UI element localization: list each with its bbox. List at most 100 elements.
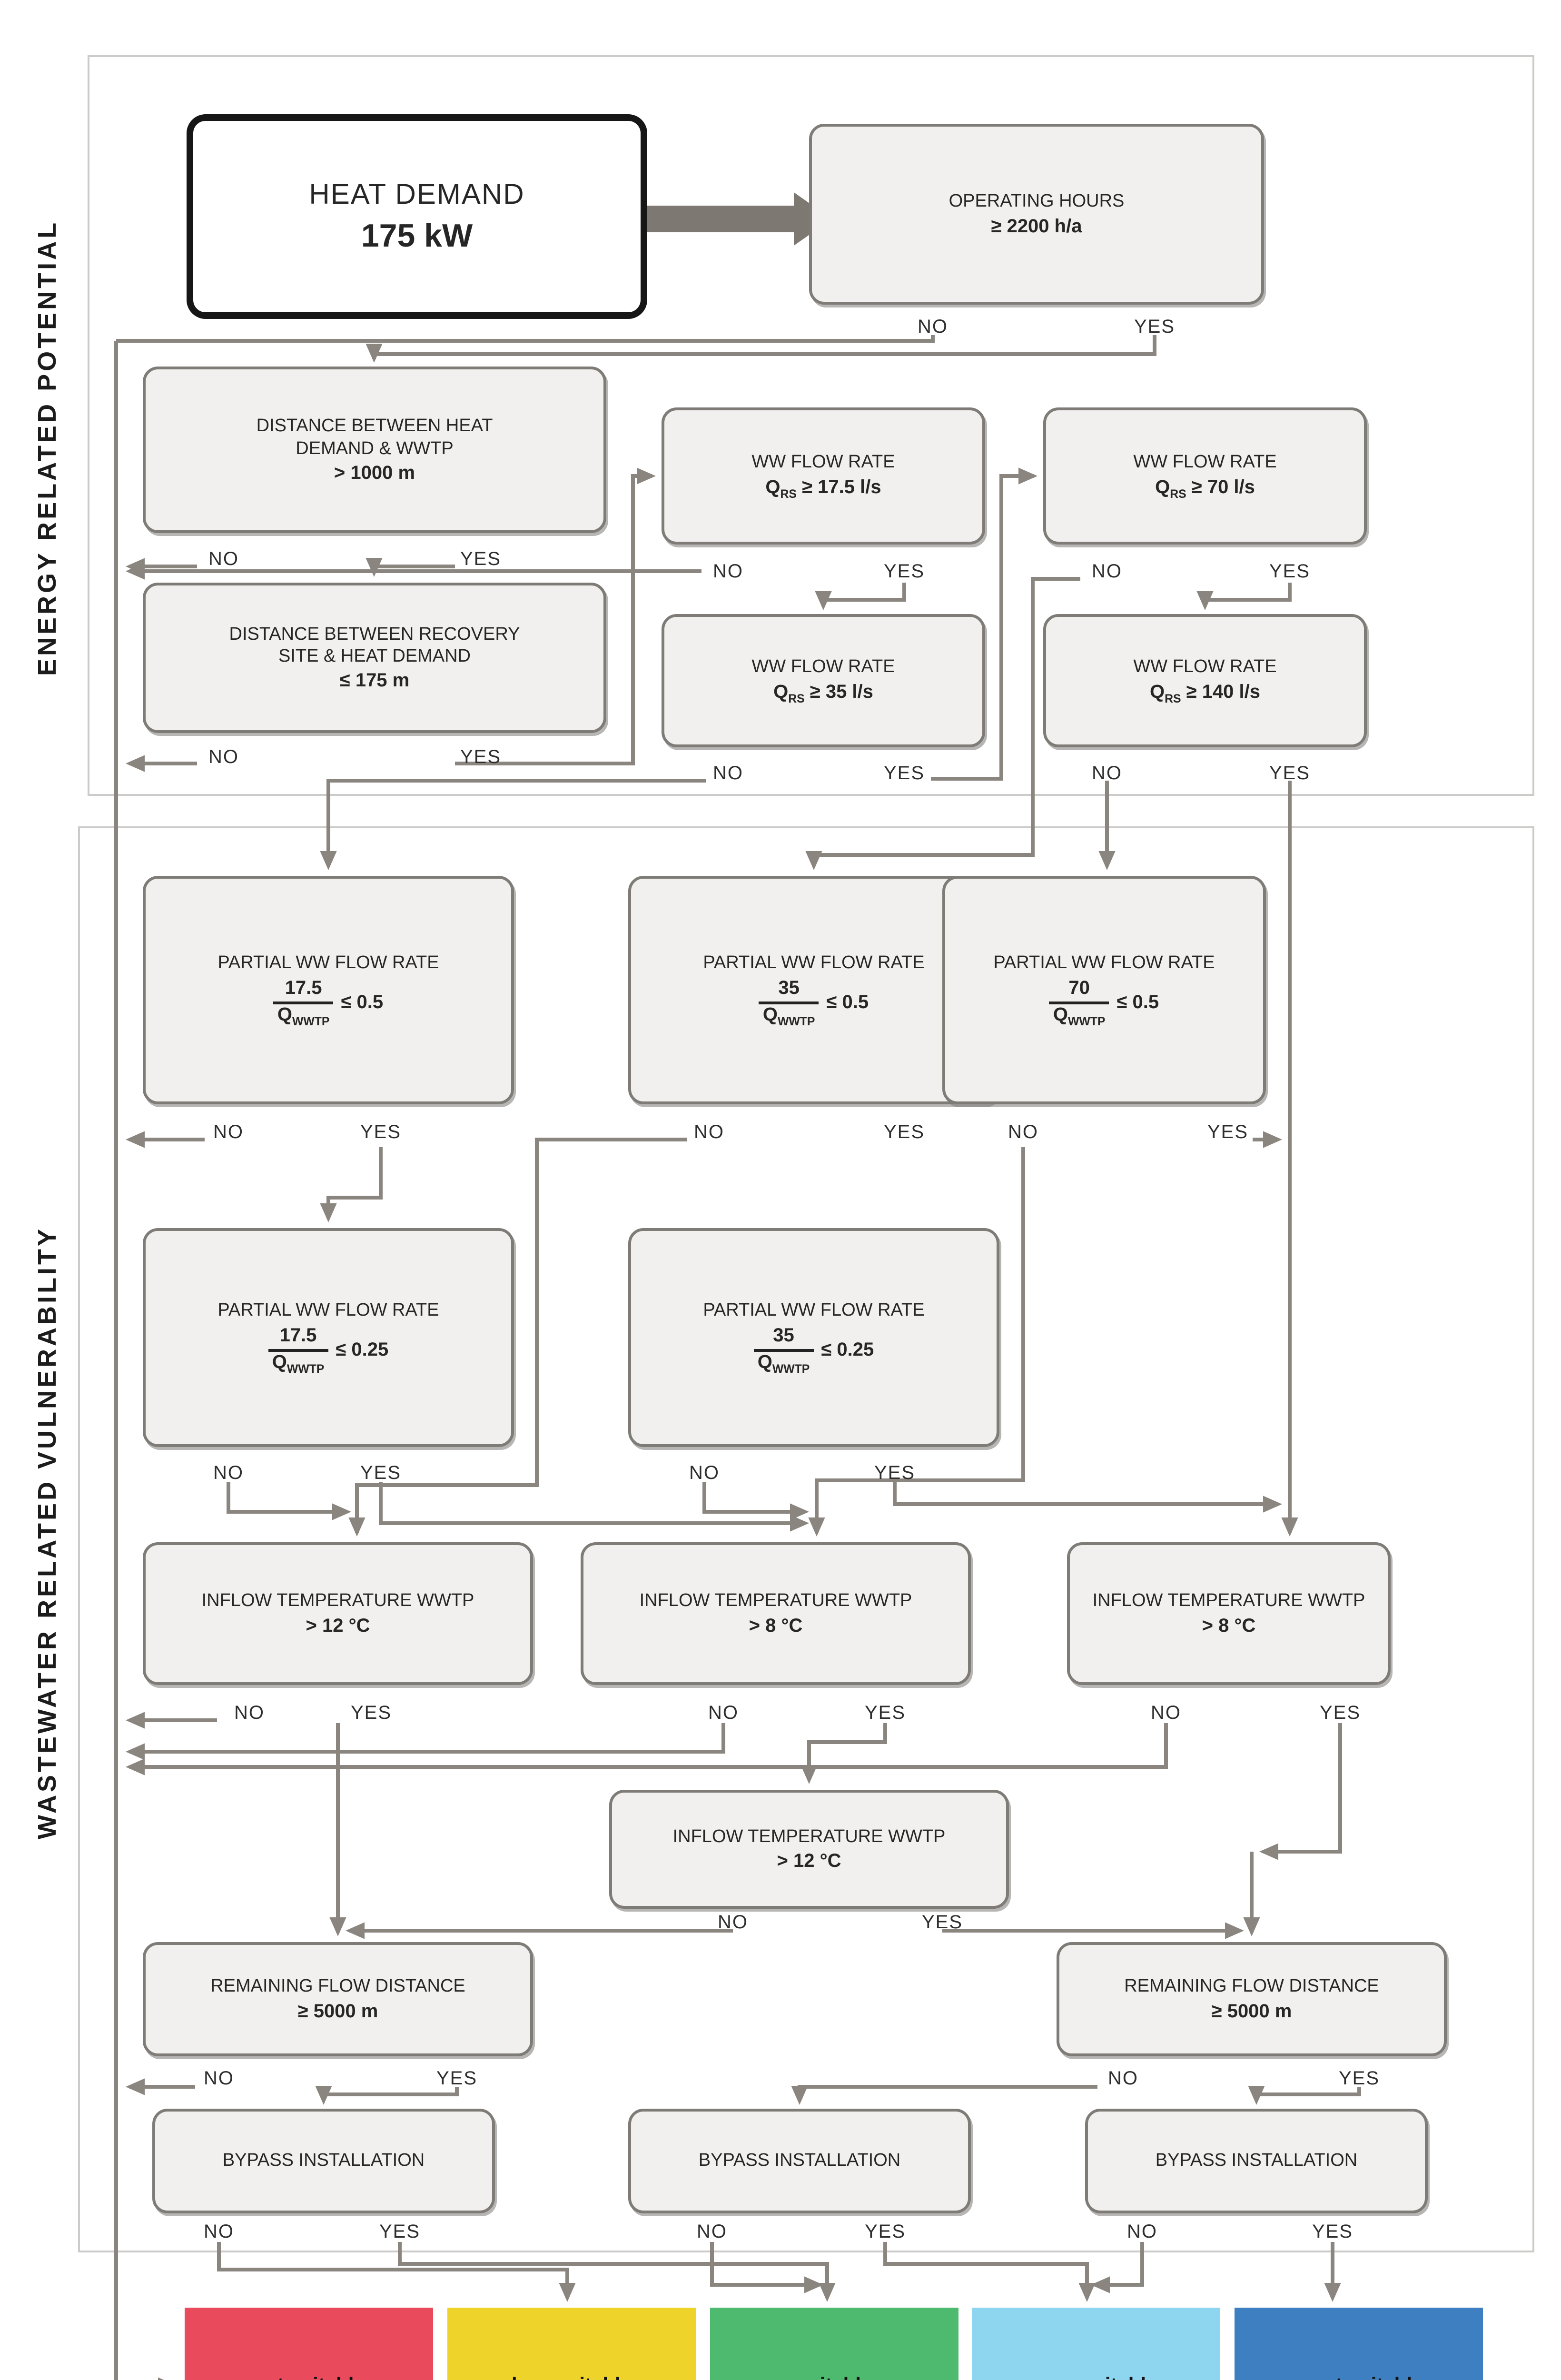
node-title: PARTIAL WW FLOW RATE xyxy=(703,1300,925,1320)
node-value: 70 QWWTP ≤ 0.5 xyxy=(1049,978,1159,1028)
label-no: NO xyxy=(697,2221,727,2242)
node-heat-demand: HEAT DEMAND 175 kW xyxy=(187,114,647,319)
node-value: 17.5 QWWTP ≤ 0.5 xyxy=(273,978,383,1028)
node-title: WW FLOW RATE xyxy=(751,657,895,677)
node-remaining-right: REMAINING FLOW DISTANCE ≥ 5000 m xyxy=(1057,1942,1447,2056)
label-no: NO xyxy=(718,1912,748,1933)
label-yes: YES xyxy=(1312,2221,1354,2242)
label-no: NO xyxy=(1092,561,1122,582)
heat-demand-arrow xyxy=(647,192,832,246)
node-ww-flow-140: WW FLOW RATE QRS ≥ 140 l/s xyxy=(1043,614,1367,747)
label-no: NO xyxy=(208,549,239,570)
outcome-less-suitable: less suitable xyxy=(447,2308,696,2380)
label-yes: YES xyxy=(1207,1122,1249,1143)
node-title: SITE & HEAT DEMAND xyxy=(278,646,471,666)
label-no: NO xyxy=(713,561,743,582)
node-distance-recovery: DISTANCE BETWEEN RECOVERY SITE & HEAT DE… xyxy=(143,583,606,733)
label-no: NO xyxy=(1092,763,1122,784)
node-value: ≥ 5000 m xyxy=(297,2001,378,2022)
node-title: PARTIAL WW FLOW RATE xyxy=(217,952,439,973)
node-value: QRS ≥ 70 l/s xyxy=(1155,476,1255,501)
label-yes: YES xyxy=(1338,2068,1380,2089)
node-value: QRS ≥ 35 l/s xyxy=(773,681,873,705)
label-yes: YES xyxy=(883,1122,925,1143)
node-ww-flow-70: WW FLOW RATE QRS ≥ 70 l/s xyxy=(1043,407,1367,545)
label-yes: YES xyxy=(874,1463,916,1484)
node-title: PARTIAL WW FLOW RATE xyxy=(703,952,925,973)
node-title: WW FLOW RATE xyxy=(1133,657,1277,677)
node-title: INFLOW TEMPERATURE WWTP xyxy=(201,1591,474,1611)
node-title: OPERATING HOURS xyxy=(948,191,1125,212)
node-value: ≤ 175 m xyxy=(339,670,410,692)
label-no: NO xyxy=(1127,2221,1157,2242)
node-partial-35-025: PARTIAL WW FLOW RATE 35 QWWTP ≤ 0.25 xyxy=(628,1228,999,1447)
label-yes: YES xyxy=(1269,561,1311,582)
label-yes: YES xyxy=(864,1703,906,1724)
node-value: 35 QWWTP ≤ 0.5 xyxy=(759,978,869,1028)
label-no: NO xyxy=(918,317,948,337)
label-yes: YES xyxy=(1134,317,1176,337)
node-inflow-temp-left: INFLOW TEMPERATURE WWTP > 12 °C xyxy=(143,1542,533,1685)
node-partial-17-05: PARTIAL WW FLOW RATE 17.5 QWWTP ≤ 0.5 xyxy=(143,876,514,1104)
node-partial-70-05: PARTIAL WW FLOW RATE 70 QWWTP ≤ 0.5 xyxy=(942,876,1266,1104)
section-wastewater-frame xyxy=(78,826,1534,2252)
node-value: > 12 °C xyxy=(777,1851,841,1872)
node-partial-35-05: PARTIAL WW FLOW RATE 35 QWWTP ≤ 0.5 xyxy=(628,876,999,1104)
label-no: NO xyxy=(213,1463,244,1484)
node-inflow-temp-right: INFLOW TEMPERATURE WWTP > 8 °C xyxy=(1067,1542,1391,1685)
label-yes: YES xyxy=(350,1703,392,1724)
node-value: > 8 °C xyxy=(1202,1615,1256,1636)
node-title: BYPASS INSTALLATION xyxy=(222,2151,425,2171)
node-title: DISTANCE BETWEEN HEAT xyxy=(256,416,493,436)
label-no: NO xyxy=(689,1463,720,1484)
node-ww-flow-17: WW FLOW RATE QRS ≥ 17.5 l/s xyxy=(662,407,985,545)
label-yes: YES xyxy=(460,747,502,768)
node-value: ≥ 5000 m xyxy=(1211,2001,1292,2022)
node-operating-hours: OPERATING HOURS ≥ 2200 h/a xyxy=(809,124,1264,305)
node-title: PARTIAL WW FLOW RATE xyxy=(217,1300,439,1320)
node-value: 17.5 QWWTP ≤ 0.25 xyxy=(268,1325,388,1376)
label-no: NO xyxy=(1008,1122,1038,1143)
outcome-suitable: suitable xyxy=(710,2308,958,2380)
node-bypass-right: BYPASS INSTALLATION xyxy=(1085,2109,1428,2213)
node-ww-flow-35: WW FLOW RATE QRS ≥ 35 l/s xyxy=(662,614,985,747)
section-energy-frame xyxy=(88,55,1534,796)
node-value: 35 QWWTP ≤ 0.25 xyxy=(753,1325,874,1376)
node-value: > 1000 m xyxy=(334,462,415,484)
node-value: > 8 °C xyxy=(749,1615,803,1636)
label-yes: YES xyxy=(379,2221,421,2242)
node-distance-heat-wwtp: DISTANCE BETWEEN HEAT DEMAND & WWTP > 10… xyxy=(143,367,606,533)
label-no: NO xyxy=(208,747,239,768)
label-yes: YES xyxy=(921,1912,963,1933)
label-yes: YES xyxy=(1319,1703,1361,1724)
outcome-very-suitable: very suitable xyxy=(972,2308,1220,2380)
node-title: WW FLOW RATE xyxy=(751,452,895,473)
node-title: BYPASS INSTALLATION xyxy=(698,2151,901,2171)
label-no: NO xyxy=(1151,1703,1181,1724)
node-title: INFLOW TEMPERATURE WWTP xyxy=(1092,1591,1365,1611)
node-partial-17-025: PARTIAL WW FLOW RATE 17.5 QWWTP ≤ 0.25 xyxy=(143,1228,514,1447)
node-title: REMAINING FLOW DISTANCE xyxy=(210,1976,465,1997)
node-title: DISTANCE BETWEEN RECOVERY xyxy=(229,624,520,645)
node-bypass-left: BYPASS INSTALLATION xyxy=(152,2109,495,2213)
outcome-most-suitable: most suitable xyxy=(1235,2308,1483,2380)
node-value: > 12 °C xyxy=(306,1615,370,1636)
node-title: DEMAND & WWTP xyxy=(296,438,454,458)
node-remaining-left: REMAINING FLOW DISTANCE ≥ 5000 m xyxy=(143,1942,533,2056)
node-inflow-temp-mid: INFLOW TEMPERATURE WWTP > 8 °C xyxy=(581,1542,971,1685)
node-bypass-mid: BYPASS INSTALLATION xyxy=(628,2109,971,2213)
label-yes: YES xyxy=(864,2221,906,2242)
label-yes: YES xyxy=(436,2068,478,2089)
node-value: QRS ≥ 140 l/s xyxy=(1149,681,1261,705)
node-value: QRS ≥ 17.5 l/s xyxy=(765,476,881,501)
label-no: NO xyxy=(1108,2068,1138,2089)
label-no: NO xyxy=(204,2068,234,2089)
node-title: BYPASS INSTALLATION xyxy=(1155,2151,1358,2171)
label-yes: YES xyxy=(460,549,502,570)
outcome-not-suitable: not suitable xyxy=(185,2308,433,2380)
label-yes: YES xyxy=(360,1122,402,1143)
node-title: INFLOW TEMPERATURE WWTP xyxy=(672,1826,946,1847)
node-title: HEAT DEMAND xyxy=(309,178,525,210)
